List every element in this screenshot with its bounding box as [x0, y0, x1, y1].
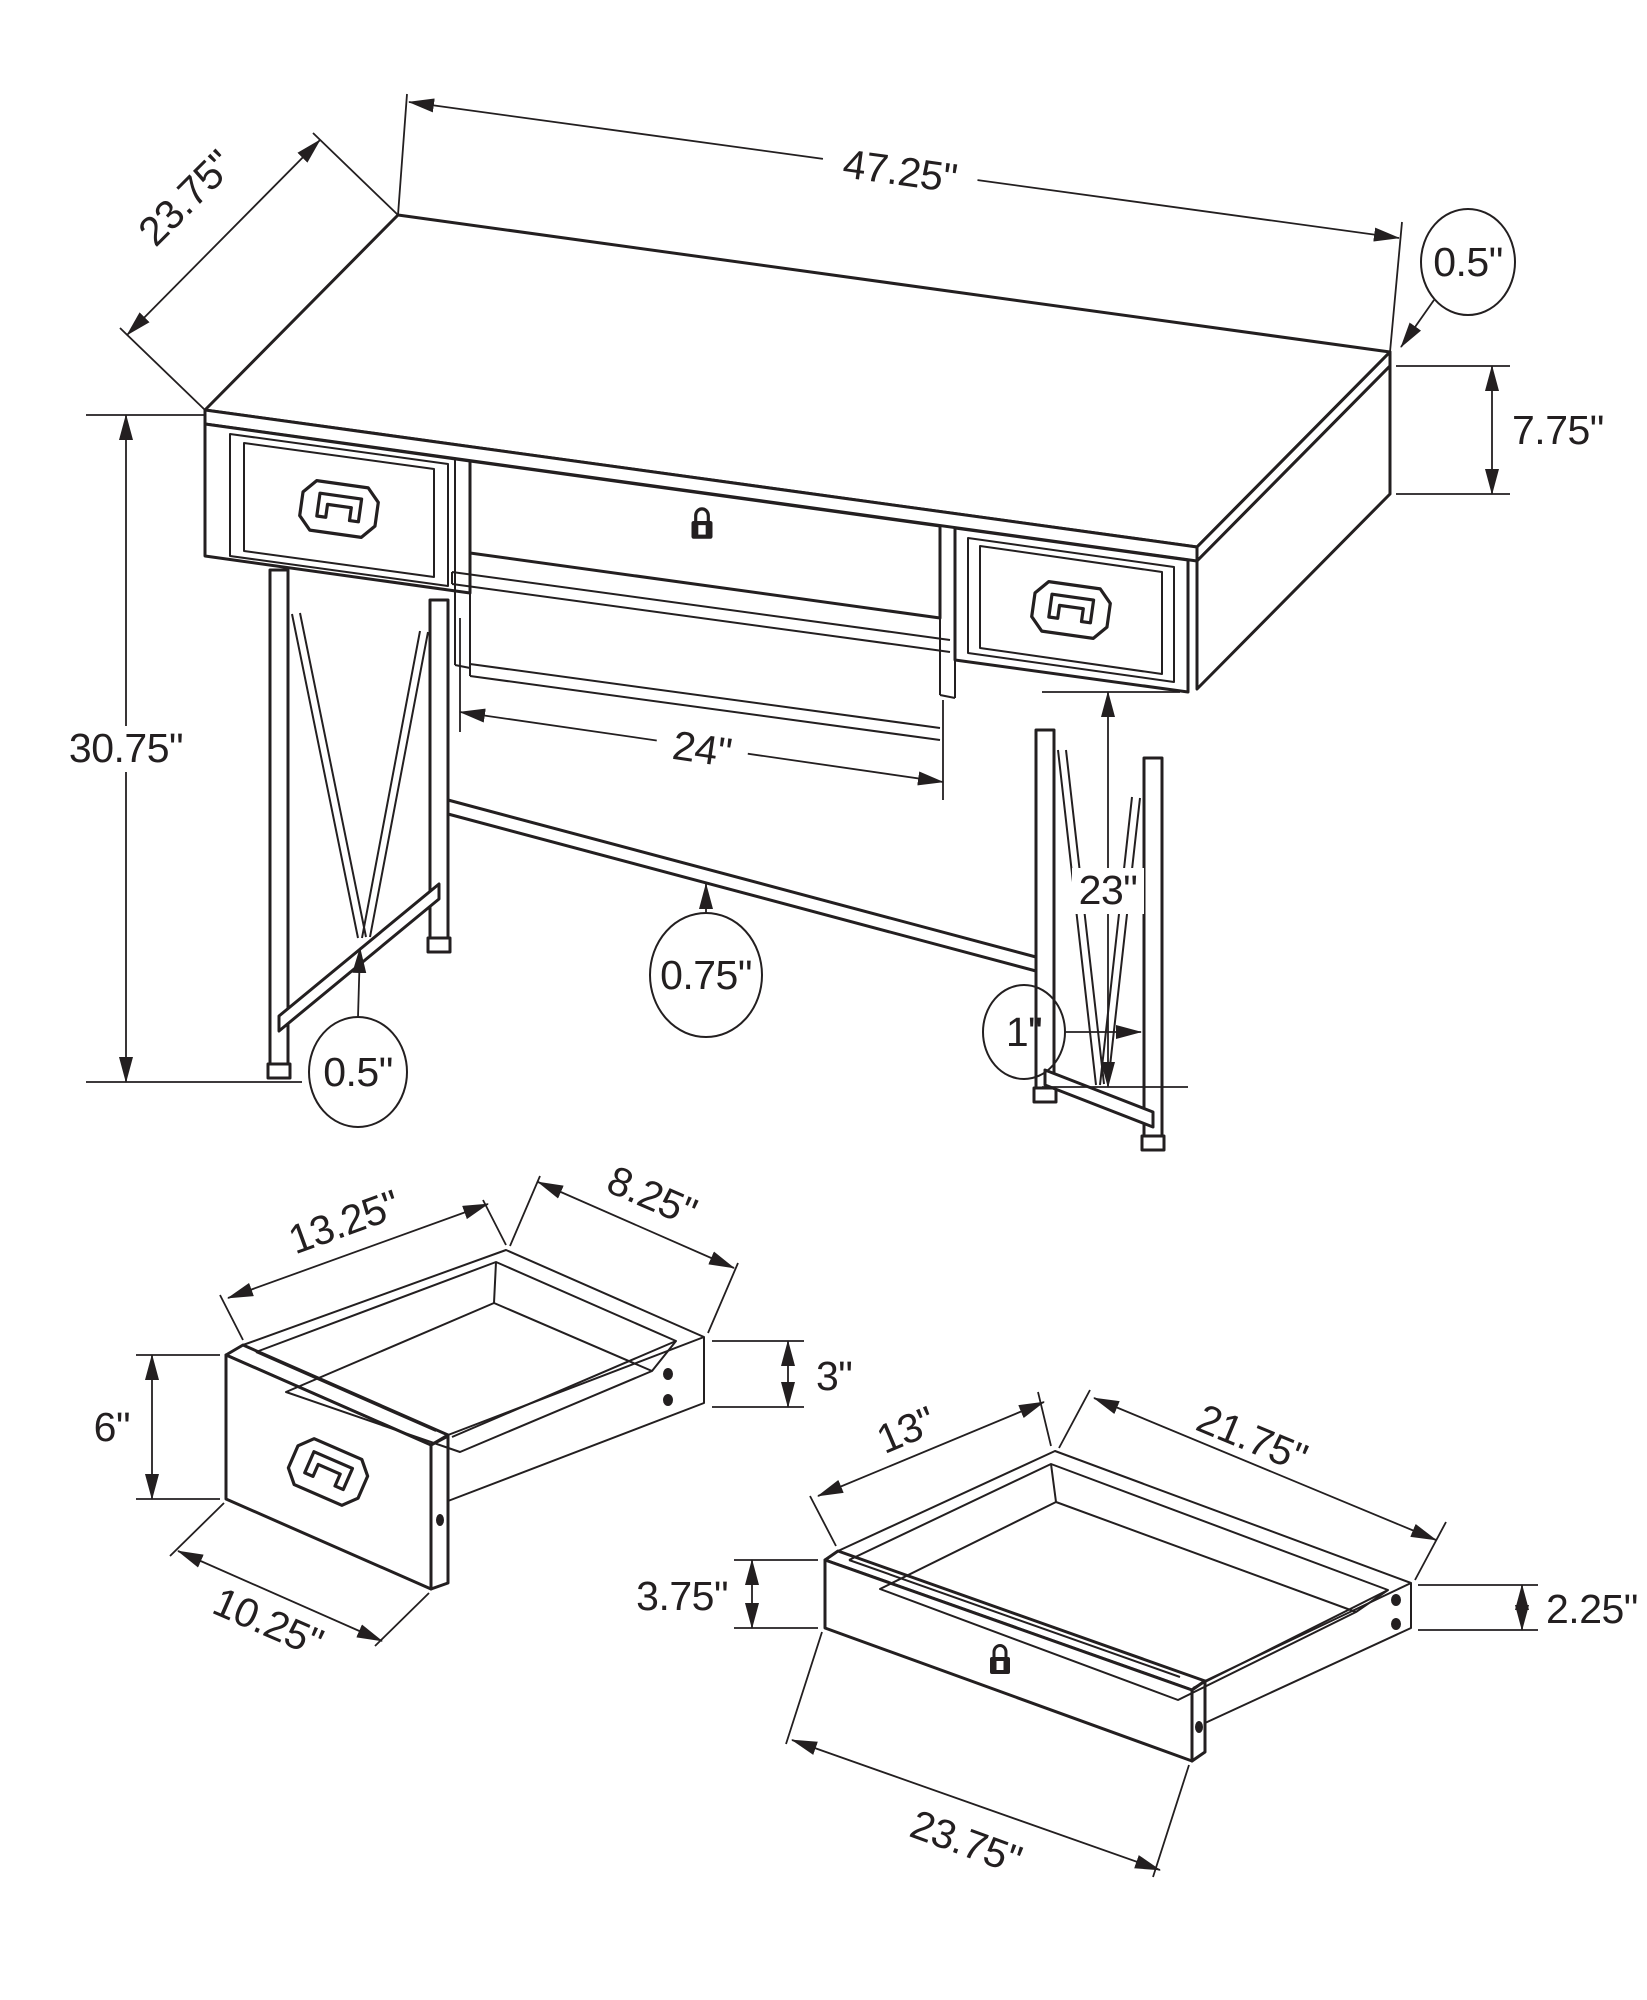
- small-drawer-view: 13.25" 8.25" 6" 3" 10.25": [94, 1157, 853, 1666]
- desk-view: 23.75" 47.25" 0.5" 7.75" 30.75": [52, 93, 1604, 1152]
- dim-label-apron-height: 7.75": [1512, 407, 1604, 453]
- dim-apron-height: 7.75": [1396, 365, 1604, 495]
- dim-label-desk-depth: 23.75": [129, 141, 242, 254]
- dim-label-small-inner-width: 8.25": [601, 1157, 704, 1236]
- callout-v-rod: 0.5": [308, 947, 408, 1128]
- dim-label-small-side-height: 3": [816, 1353, 852, 1399]
- dim-label-leg-clearance: 23": [1079, 867, 1138, 913]
- large-drawer-view: 13" 21.75" 3.75" 2.25" 23.75": [636, 1389, 1638, 1883]
- right-side-panel: [1195, 364, 1392, 691]
- dim-knee-width: 24": [459, 618, 944, 800]
- dim-label-large-inner-width: 21.75": [1190, 1395, 1313, 1481]
- dim-label-large-front-width: 23.75": [904, 1801, 1027, 1883]
- dim-label-top-thickness: 0.5": [1433, 239, 1503, 285]
- drawer-handle-icon: [1028, 578, 1114, 642]
- dim-label-small-front-height: 6": [94, 1404, 130, 1450]
- dim-label-desk-width: 47.25": [840, 140, 959, 201]
- dim-total-height: 30.75": [52, 414, 302, 1083]
- callout-top-thickness: 0.5": [1400, 208, 1516, 348]
- dim-label-large-inner-depth: 13": [870, 1397, 942, 1462]
- right-foot-rail: [1043, 1068, 1155, 1129]
- dim-label-v-rod: 0.5": [323, 1049, 393, 1095]
- dim-large-front-height: 3.75": [636, 1559, 818, 1629]
- dim-label-total-height: 30.75": [69, 725, 183, 771]
- desk-top: [203, 213, 1392, 563]
- dim-label-small-inner-depth: 13.25": [282, 1181, 405, 1263]
- dim-large-side-height: 2.25": [1418, 1584, 1638, 1632]
- desk-apron: [203, 364, 1392, 741]
- dim-small-side-height: 3": [712, 1340, 853, 1408]
- small-drawer-body: [224, 1249, 705, 1591]
- dim-label-stretcher: 0.75": [660, 952, 752, 998]
- dim-label-leg-post: 1": [1006, 1009, 1042, 1055]
- dim-leg-clearance: 23": [1042, 691, 1188, 1088]
- callout-stretcher: 0.75": [649, 883, 763, 1038]
- stretcher-bar: [446, 798, 1038, 973]
- callout-leg-post: 1": [982, 984, 1142, 1080]
- dim-label-large-front-height: 3.75": [636, 1573, 728, 1619]
- dim-small-front-height: 6": [94, 1354, 220, 1500]
- dim-small-inner-width: 8.25": [509, 1157, 739, 1334]
- dim-label-knee-width: 24": [670, 722, 735, 776]
- right-leg: [1032, 728, 1166, 1152]
- dim-large-inner-width: 21.75": [1058, 1389, 1447, 1581]
- large-drawer-body: [823, 1450, 1412, 1763]
- dim-label-large-side-height: 2.25": [1546, 1586, 1638, 1632]
- drawer-handle-icon: [296, 477, 382, 541]
